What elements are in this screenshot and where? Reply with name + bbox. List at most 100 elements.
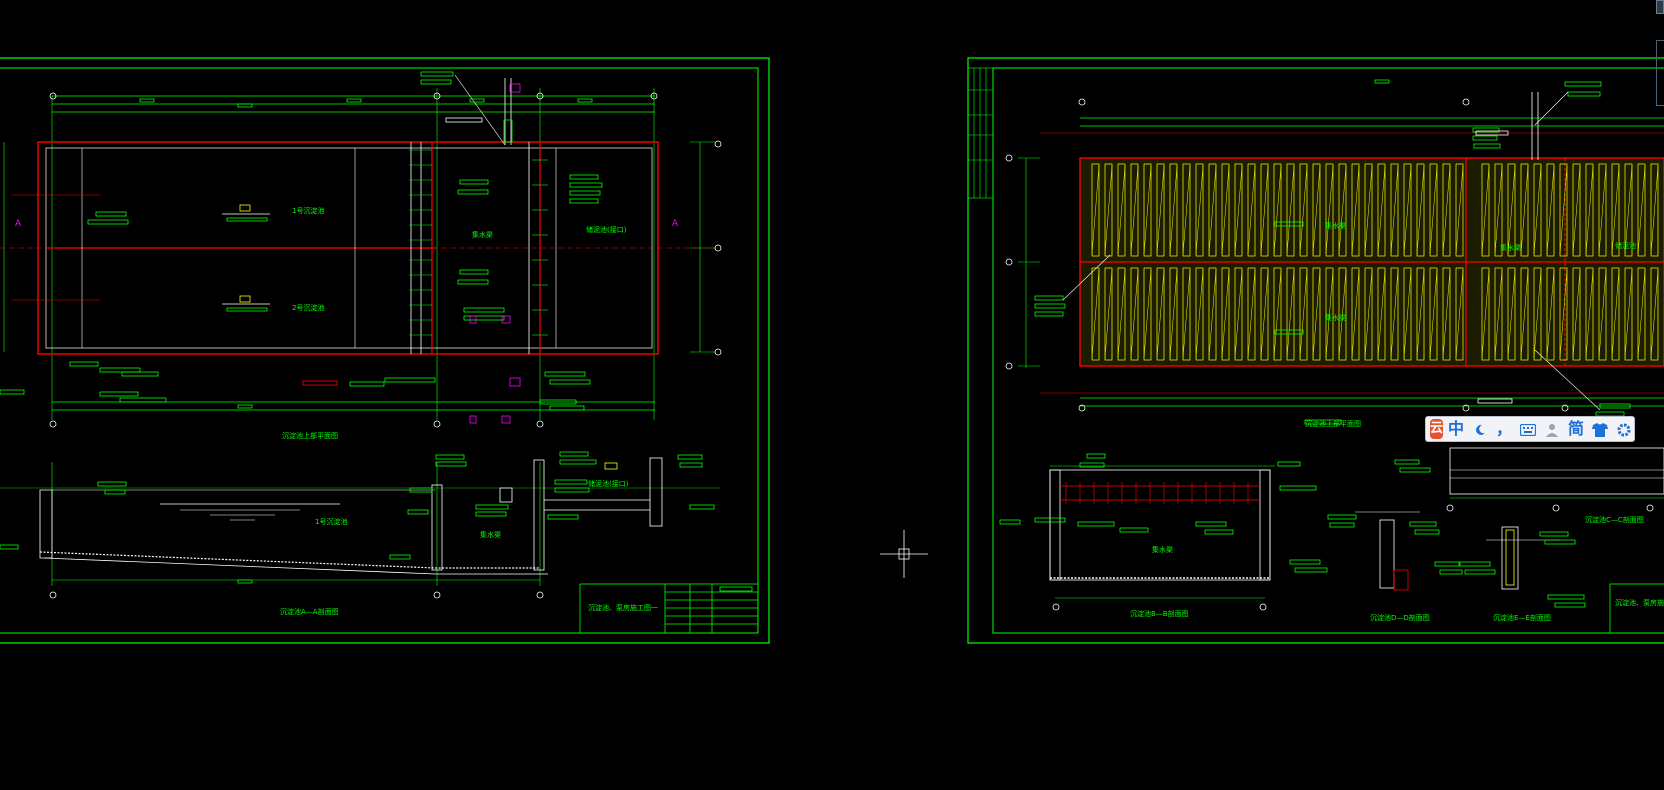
grating-bar	[1143, 267, 1152, 361]
title-block-left	[579, 583, 759, 634]
grating-hatch	[1221, 165, 1230, 255]
grating-hatch	[1195, 269, 1204, 359]
grating-hatch	[1507, 165, 1516, 255]
title-block-right	[1609, 583, 1664, 634]
grating-bar	[1091, 267, 1100, 361]
grating-hatch	[1520, 165, 1529, 255]
grating-hatch	[1273, 269, 1282, 359]
grating-bar	[1312, 267, 1321, 361]
grating-bar	[1273, 267, 1282, 361]
grating-hatch	[1611, 165, 1620, 255]
side-handle[interactable]	[1656, 40, 1664, 106]
grating-hatch	[1390, 165, 1399, 255]
grating-bar	[1585, 267, 1594, 361]
grating-hatch	[1403, 269, 1412, 359]
grating-hatch	[1273, 165, 1282, 255]
svg-text:沉淀池A—A剖面图: 沉淀池A—A剖面图	[280, 607, 339, 616]
grating-bar	[1169, 163, 1178, 257]
crosshair-cursor	[880, 530, 928, 578]
grating-bar	[1338, 267, 1347, 361]
ime-mode-toggle[interactable]: 中	[1448, 419, 1465, 438]
grating-bar	[1403, 163, 1412, 257]
svg-text:沉淀池上部平面图: 沉淀池上部平面图	[1305, 419, 1361, 428]
grating-bar	[1455, 163, 1464, 257]
grating-hatch	[1351, 165, 1360, 255]
punctuation-icon[interactable]: ，	[1496, 419, 1513, 438]
grating-hatch	[1559, 269, 1568, 359]
grating-bar	[1611, 163, 1620, 257]
grating-hatch	[1156, 165, 1165, 255]
grating-bar	[1559, 163, 1568, 257]
sheet-left: 1号沉淀池 2号沉淀池 集水渠 储泥池(接口) 沉淀池上部平面图 A A	[0, 57, 770, 644]
ime-toolbar[interactable]: 云 中 ， 简	[1425, 416, 1635, 442]
grating-hatch	[1650, 165, 1659, 255]
grating-bar	[1156, 267, 1165, 361]
grating-hatch	[1091, 165, 1100, 255]
user-icon[interactable]	[1541, 418, 1563, 440]
grating-bar	[1416, 163, 1425, 257]
grating-hatch	[1455, 165, 1464, 255]
grating-hatch	[1260, 269, 1269, 359]
svg-text:1号沉淀池: 1号沉淀池	[315, 517, 347, 526]
grating-plan-right: 集水渠 集水渠 集水渠 储泥池 沉淀池上部平面图	[1005, 79, 1664, 428]
grating-bar	[1351, 267, 1360, 361]
grating-bar	[1442, 267, 1451, 361]
simplified-toggle[interactable]: 简	[1568, 419, 1585, 438]
grating-hatch	[1208, 165, 1217, 255]
grating-hatch	[1416, 165, 1425, 255]
grating-bar	[1598, 267, 1607, 361]
svg-text:1号沉淀池: 1号沉淀池	[292, 206, 324, 215]
grating-hatch	[1585, 269, 1594, 359]
grating-hatch	[1377, 165, 1386, 255]
grating-bar	[1390, 267, 1399, 361]
section-mark-right: A	[672, 219, 679, 229]
grating-hatch	[1091, 269, 1100, 359]
section-bb-right: 集水渠 沉淀池B—B剖面图	[999, 453, 1328, 618]
grating-bar	[1481, 163, 1490, 257]
grating-hatch	[1286, 165, 1295, 255]
grating-hatch	[1416, 269, 1425, 359]
grating-hatch	[1364, 269, 1373, 359]
grating-hatch	[1208, 269, 1217, 359]
svg-text:沉淀池E—E剖面图: 沉淀池E—E剖面图	[1493, 613, 1551, 622]
grating-bar	[1377, 163, 1386, 257]
grating-hatch	[1650, 269, 1659, 359]
grating-hatch	[1234, 269, 1243, 359]
grating-hatch	[1286, 269, 1295, 359]
grating-bar	[1195, 163, 1204, 257]
grating-hatch	[1390, 269, 1399, 359]
grating-hatch	[1533, 165, 1542, 255]
grating-hatch	[1247, 165, 1256, 255]
grating-hatch	[1260, 165, 1269, 255]
skin-icon[interactable]	[1589, 418, 1611, 440]
grating-hatch	[1338, 165, 1347, 255]
settings-icon[interactable]	[1613, 418, 1635, 440]
grating-bar	[1390, 163, 1399, 257]
grating-hatch	[1637, 269, 1646, 359]
svg-text:储泥池(接口): 储泥池(接口)	[586, 225, 627, 234]
grating-hatch	[1143, 269, 1152, 359]
grating-hatch	[1351, 269, 1360, 359]
svg-text:沉淀池D—D剖面图: 沉淀池D—D剖面图	[1370, 613, 1430, 622]
grating-bar	[1182, 163, 1191, 257]
svg-text:集水渠: 集水渠	[1152, 545, 1173, 554]
grating-bar	[1195, 267, 1204, 361]
grating-bar	[1546, 267, 1555, 361]
moon-icon[interactable]	[1469, 418, 1491, 440]
grating-bar	[1624, 267, 1633, 361]
grating-bar	[1104, 163, 1113, 257]
grating-bar	[1533, 267, 1542, 361]
svg-text:沉淀池C—C剖面图: 沉淀池C—C剖面图	[1585, 515, 1644, 524]
grating-bar	[1247, 163, 1256, 257]
grating-bar	[1494, 267, 1503, 361]
ime-logo-icon[interactable]: 云	[1430, 419, 1444, 439]
grating-bar	[1559, 267, 1568, 361]
grating-bar	[1572, 267, 1581, 361]
grating-bar	[1130, 163, 1139, 257]
grating-hatch	[1481, 269, 1490, 359]
keyboard-icon[interactable]	[1517, 418, 1539, 440]
grating-hatch	[1130, 269, 1139, 359]
grating-hatch	[1299, 165, 1308, 255]
scroll-nub[interactable]	[1656, 0, 1664, 14]
